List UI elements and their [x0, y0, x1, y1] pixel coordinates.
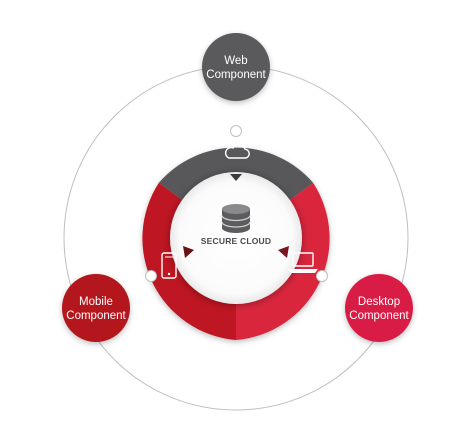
- connector-dot-desktop: [316, 270, 328, 282]
- mobile-phone-icon: [161, 252, 177, 279]
- desktop-component-label-line2: Component: [349, 310, 409, 322]
- web-component-node[interactable]: [202, 33, 270, 101]
- connector-dot-web: [230, 125, 242, 137]
- ring-segment-left: [142, 182, 236, 340]
- center-label: SECURE CLOUD: [201, 236, 271, 246]
- connector-dot-mobile: [145, 270, 157, 282]
- inner-disc: [170, 172, 302, 304]
- web-component-label-line2: Component: [206, 69, 266, 81]
- web-component-label-line1: Web: [224, 55, 247, 67]
- mobile-component-label-line2: Component: [66, 310, 126, 322]
- ring-segment-right: [236, 182, 330, 340]
- database-icon: [221, 204, 251, 233]
- cloud-icon: [224, 143, 250, 159]
- connector-dots: [145, 125, 328, 282]
- mobile-component-label-line1: Mobile: [79, 296, 113, 308]
- desktop-component-label-line1: Desktop: [358, 296, 400, 308]
- pointer-triangle-right: [278, 246, 289, 258]
- desktop-component-node[interactable]: [345, 274, 413, 342]
- mobile-component-node[interactable]: [62, 274, 130, 342]
- pointer-triangle-top: [230, 174, 242, 181]
- laptop-icon: [288, 252, 318, 273]
- pointer-triangle-left: [183, 246, 194, 258]
